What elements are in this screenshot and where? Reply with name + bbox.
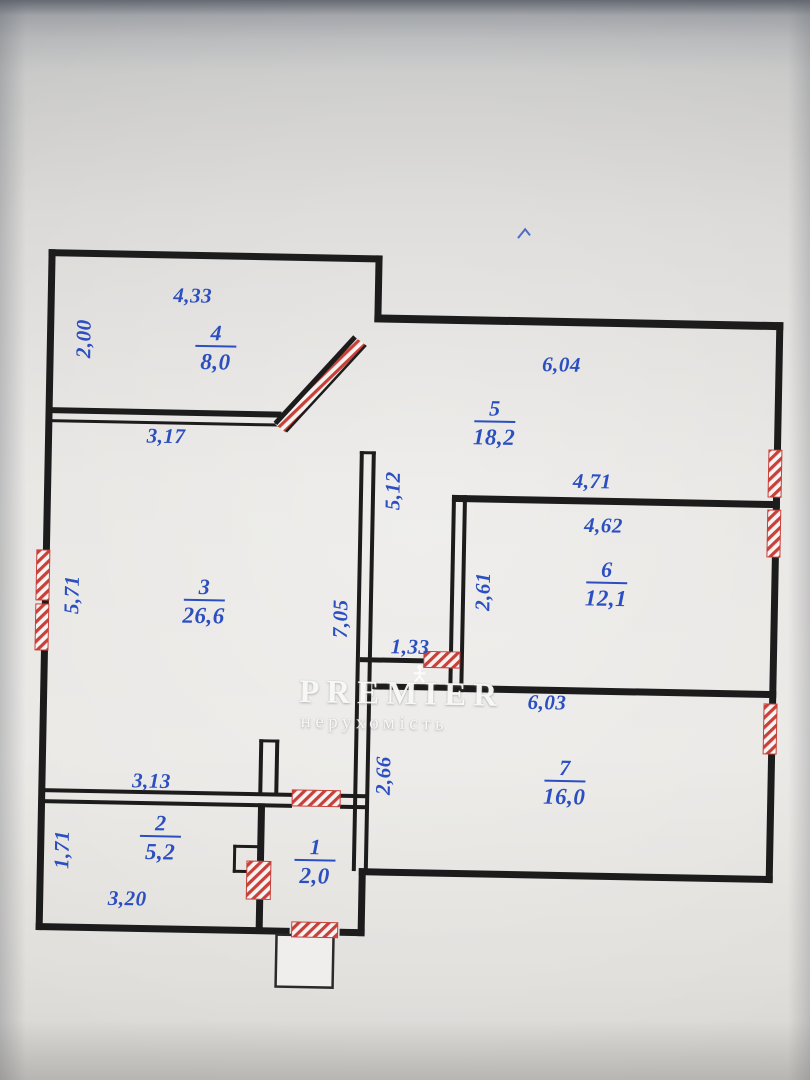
room-7-area: 16,0 bbox=[542, 783, 586, 810]
dimension-label: 2,61 bbox=[470, 571, 496, 612]
room-5-area: 18,2 bbox=[472, 424, 516, 451]
room-4-label: 4 8,0 bbox=[195, 320, 237, 376]
dimension-label: 6,04 bbox=[541, 352, 582, 377]
room-3-label: 3 26,6 bbox=[182, 574, 226, 630]
room-4-number: 4 bbox=[195, 320, 237, 348]
door-openings bbox=[245, 650, 461, 939]
dimension-label: 4,62 bbox=[583, 512, 624, 538]
entrance-porch bbox=[274, 933, 335, 989]
dimension-label: 5,12 bbox=[380, 471, 405, 511]
room-6-area: 12,1 bbox=[584, 585, 628, 612]
dimension-label: 3,17 bbox=[146, 423, 186, 449]
room-2-number: 2 bbox=[139, 810, 182, 838]
dimension-label: 6,03 bbox=[527, 689, 567, 715]
dimension-label: 2,66 bbox=[370, 756, 396, 796]
dimension-label: 2,00 bbox=[71, 319, 96, 359]
room-7-label: 7 16,0 bbox=[542, 755, 586, 811]
room-3-area: 26,6 bbox=[182, 602, 226, 629]
dimension-label: 3,20 bbox=[107, 885, 147, 911]
room-5-label: 5 18,2 bbox=[473, 396, 516, 451]
dimension-label: 5,71 bbox=[59, 574, 84, 615]
room-5-number: 5 bbox=[473, 396, 516, 424]
windows bbox=[34, 449, 783, 755]
dimension-label: 4,71 bbox=[572, 468, 612, 494]
room-6-label: 6 12,1 bbox=[585, 557, 628, 612]
diagonal-wall bbox=[273, 335, 367, 433]
dimension-label: 1,71 bbox=[49, 829, 75, 870]
interior-walls bbox=[42, 335, 780, 929]
pen-mark bbox=[517, 227, 531, 239]
room-7-number: 7 bbox=[544, 755, 586, 783]
room-1-label: 1 2,0 bbox=[294, 834, 336, 890]
room-2-label: 2 5,2 bbox=[139, 810, 182, 866]
room-2-area: 5,2 bbox=[144, 839, 176, 865]
dimension-label: 7,05 bbox=[327, 599, 353, 639]
room-6-number: 6 bbox=[585, 557, 628, 585]
room-1-number: 1 bbox=[294, 834, 336, 862]
room-3-number: 3 bbox=[183, 574, 225, 602]
dimension-label: 3,13 bbox=[131, 768, 172, 794]
dimension-label: 4,33 bbox=[173, 283, 213, 308]
room-4-area: 8,0 bbox=[200, 349, 231, 375]
dimension-label: 1,33 bbox=[390, 634, 430, 659]
room-1-area: 2,0 bbox=[299, 863, 331, 889]
